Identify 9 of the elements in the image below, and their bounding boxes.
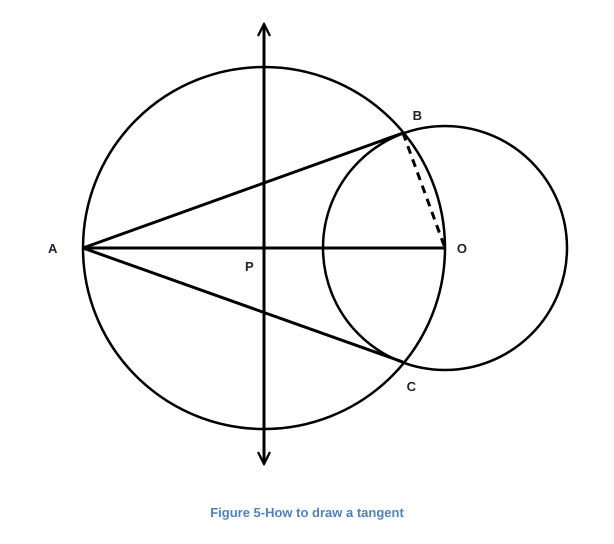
figure-caption: Figure 5-How to draw a tangent <box>210 505 404 520</box>
point-label: A <box>48 242 58 256</box>
point-label: B <box>412 109 422 123</box>
line-segment <box>82 132 404 250</box>
point-label: P <box>245 259 254 274</box>
dashed-line <box>402 132 446 249</box>
point-label: O <box>456 242 467 256</box>
line-segment <box>82 246 404 364</box>
point-label: C <box>406 380 416 394</box>
